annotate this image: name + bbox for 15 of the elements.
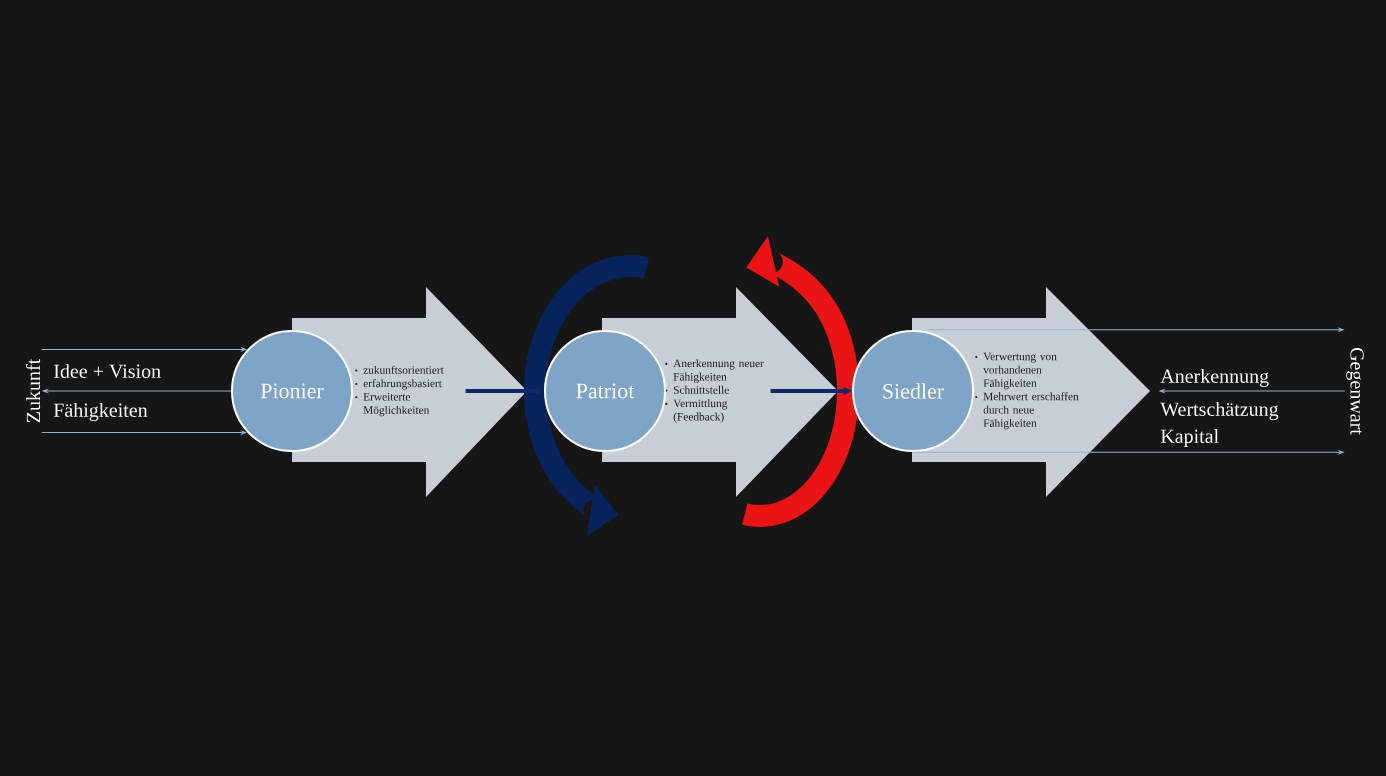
- bullet-list: zukunftsorientiert erfahrungsbasiert Erweiterte Möglichkeiten: [355, 365, 444, 417]
- side-label: Gegenwart: [1346, 347, 1364, 435]
- flow-label: Fähigkeiten: [53, 402, 148, 422]
- arrow: [41, 430, 247, 435]
- flow-label: Idee + Vision: [54, 363, 161, 379]
- flow-label: Anerkennung: [1160, 368, 1269, 388]
- bullet-list: Verwertung von vorhandenen Fähigkeiten Mehrwert erschaffen durch neue Fähigkeiten: [975, 352, 1079, 430]
- flow-label: Wertschätzung: [1160, 401, 1279, 421]
- arrow: [911, 450, 1344, 455]
- arrow: [42, 389, 232, 393]
- arrow: [41, 347, 247, 352]
- arrow: [927, 327, 1344, 332]
- side-label: Zukunft: [25, 358, 41, 423]
- arrow: [1159, 389, 1346, 393]
- flow-label: Kapital: [1160, 428, 1219, 448]
